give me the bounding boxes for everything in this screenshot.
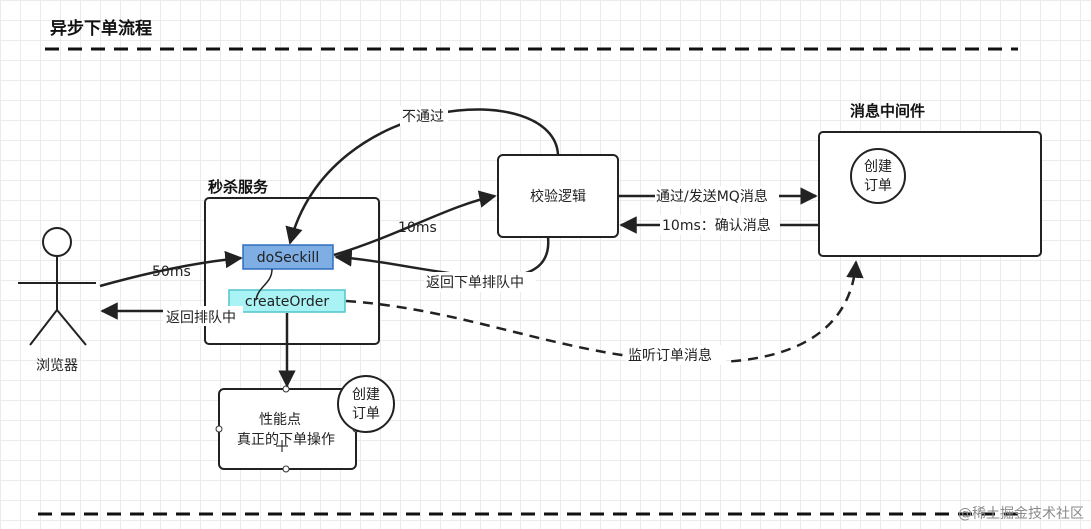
middleware-create-order-circle: [850, 148, 906, 204]
label-bg: [163, 306, 243, 326]
create-order-label: createOrder: [245, 294, 329, 310]
seckill-service-label: 秒杀服务: [208, 178, 269, 196]
do-seckill-label: doSeckill: [257, 250, 319, 266]
edge-seckill-to-validation-label: 10ms: [398, 220, 437, 236]
performance-line1: 性能点: [259, 412, 301, 428]
middleware-circle-line1: 创建: [864, 159, 892, 175]
edge-seckill-to-browser-label: 返回排队中: [166, 310, 236, 326]
performance-line2: 真正的下单操作: [237, 432, 335, 448]
browser-actor-icon: [18, 227, 96, 346]
edge-validation-to-mq-label: 通过/发送MQ消息: [656, 188, 768, 205]
do-seckill-node[interactable]: [242, 244, 334, 270]
handle-left: [215, 425, 223, 433]
edge-validation-fail-label: 不通过: [402, 109, 444, 125]
perf-circle-line2: 订单: [352, 406, 380, 422]
handle-bottom: [282, 465, 290, 473]
middleware-box: [818, 131, 1042, 257]
move-cursor-icon: [276, 440, 288, 452]
perf-circle-line1: 创建: [352, 387, 380, 403]
edge-validation-return-label: 返回下单排队中: [426, 275, 524, 291]
label-bg: [400, 106, 448, 126]
middleware-circle-line2: 订单: [864, 178, 892, 194]
edge-listen-label: 监听订单消息: [628, 347, 712, 364]
browser-label: 浏览器: [36, 358, 78, 374]
label-bg: [655, 186, 779, 206]
validation-logic-label: 校验逻辑: [530, 188, 586, 205]
page-title: 异步下单流程: [50, 18, 152, 39]
edge-listen: [345, 260, 864, 364]
internal-connector: [255, 268, 273, 301]
perf-create-order-circle: [337, 375, 395, 433]
watermark: @稀土掘金技术社区: [958, 506, 1084, 522]
handle-top: [282, 385, 290, 393]
edge-browser-to-seckill-label: 50ms: [152, 264, 191, 280]
middleware-label: 消息中间件: [850, 102, 925, 120]
label-bg: [626, 345, 726, 365]
performance-box: [218, 388, 357, 470]
edge-browser-to-seckill: [99, 250, 243, 288]
edge-seckill-to-validation: [333, 190, 497, 257]
edge-mq-to-validation-label: 10ms：确认消息: [662, 217, 771, 234]
label-bg: [424, 272, 536, 292]
label-bg: [660, 215, 780, 235]
